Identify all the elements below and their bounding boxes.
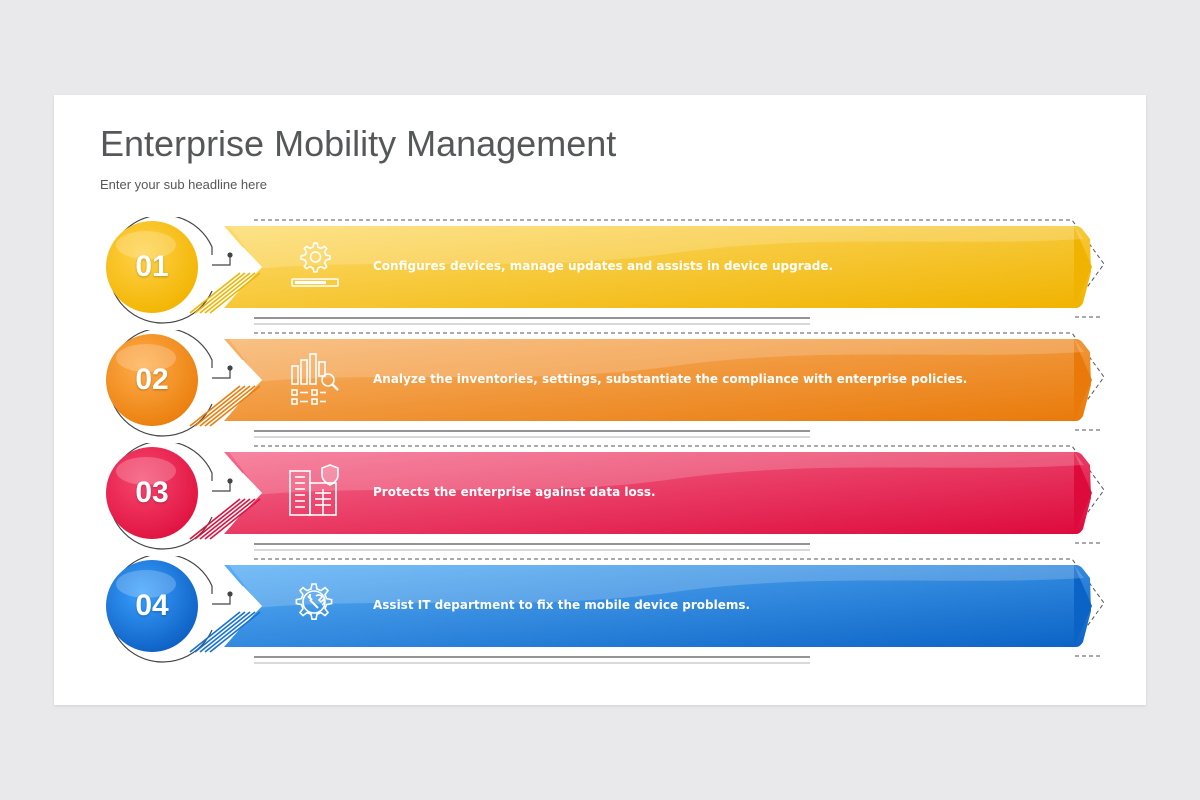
building-shield-icon bbox=[286, 463, 342, 519]
step-number: 02 bbox=[135, 363, 169, 396]
number-circle bbox=[106, 447, 198, 539]
arrow-band bbox=[224, 339, 1091, 421]
bar-chart-magnifier-icon bbox=[286, 350, 342, 406]
arrow-band bbox=[224, 565, 1091, 647]
page-subtitle: Enter your sub headline here bbox=[100, 177, 267, 192]
step-description: Assist IT department to fix the mobile d… bbox=[373, 598, 751, 612]
accent-stripe bbox=[209, 272, 261, 314]
connector-dot bbox=[227, 252, 233, 258]
circle-gloss bbox=[116, 457, 176, 485]
dashed-outline bbox=[254, 219, 1105, 309]
accent-stripe bbox=[189, 272, 241, 314]
dashed-outline bbox=[254, 558, 1105, 648]
number-circle bbox=[106, 334, 198, 426]
number-circle bbox=[106, 221, 198, 313]
arrow-tip bbox=[1074, 339, 1092, 421]
gear-with-progress-bar-icon bbox=[286, 237, 342, 293]
dashed-outline bbox=[254, 332, 1105, 422]
accent-stripe bbox=[189, 498, 241, 540]
step-row: 02 Analyze the inventories, settings, sub… bbox=[54, 330, 1146, 442]
step-description: Analyze the inventories, settings, subst… bbox=[373, 372, 968, 386]
connector-dot bbox=[227, 591, 233, 597]
steps-list: 01 Configures devices, manage updates and… bbox=[54, 95, 1146, 705]
accent-stripe bbox=[189, 385, 241, 427]
accent-stripe bbox=[209, 385, 261, 427]
page-title: Enterprise Mobility Management bbox=[100, 123, 617, 164]
gloss-highlight bbox=[229, 565, 1084, 608]
accent-stripe bbox=[204, 272, 256, 314]
connector-line bbox=[212, 257, 231, 266]
connector-line bbox=[212, 370, 231, 379]
step-graphic bbox=[106, 556, 1105, 664]
accent-stripe bbox=[199, 498, 251, 540]
gloss-highlight bbox=[229, 226, 1084, 269]
step-row: 03 Protects the enterprise against data l… bbox=[54, 443, 1146, 555]
accent-stripe bbox=[194, 385, 246, 427]
arrow-tip bbox=[1074, 226, 1092, 308]
connector-line bbox=[212, 483, 231, 492]
step-row: 04 Assist IT department to fix the mobile… bbox=[54, 556, 1146, 668]
accent-stripe bbox=[204, 385, 256, 427]
step-description: Protects the enterprise against data los… bbox=[373, 485, 656, 499]
gloss-highlight bbox=[229, 452, 1084, 495]
gear-wrench-icon bbox=[286, 576, 342, 632]
circle-gloss bbox=[116, 344, 176, 372]
chevron-notch bbox=[240, 359, 263, 401]
chevron-notch bbox=[240, 472, 263, 514]
accent-stripe bbox=[209, 611, 261, 653]
chevron-notch bbox=[240, 585, 263, 627]
accent-stripe bbox=[199, 272, 251, 314]
dashed-outline bbox=[254, 445, 1105, 535]
circle-gloss bbox=[116, 570, 176, 598]
step-description: Configures devices, manage updates and a… bbox=[373, 259, 834, 273]
number-circle bbox=[106, 560, 198, 652]
arrow-tip bbox=[1074, 452, 1092, 534]
accent-stripe bbox=[204, 611, 256, 653]
step-number: 03 bbox=[135, 476, 169, 509]
accent-stripe bbox=[189, 611, 241, 653]
connector-line bbox=[212, 596, 231, 605]
step-graphic bbox=[106, 217, 1105, 325]
step-graphic bbox=[106, 443, 1105, 551]
step-graphic bbox=[106, 330, 1105, 438]
accent-stripe bbox=[204, 498, 256, 540]
step-number: 01 bbox=[135, 250, 169, 283]
gloss-highlight bbox=[229, 339, 1084, 382]
step-row: 01 Configures devices, manage updates and… bbox=[54, 217, 1146, 329]
connector-dot bbox=[227, 365, 233, 371]
arrow-band bbox=[224, 452, 1091, 534]
arrow-tip bbox=[1074, 565, 1092, 647]
step-number: 04 bbox=[135, 589, 169, 622]
chevron-notch bbox=[240, 246, 263, 288]
arrow-band bbox=[224, 226, 1091, 308]
slide: Enterprise Mobility Management Enter you… bbox=[54, 95, 1146, 705]
connector-dot bbox=[227, 478, 233, 484]
accent-stripe bbox=[209, 498, 261, 540]
accent-stripe bbox=[199, 611, 251, 653]
accent-stripe bbox=[194, 272, 246, 314]
accent-stripe bbox=[194, 611, 246, 653]
circle-gloss bbox=[116, 231, 176, 259]
accent-stripe bbox=[199, 385, 251, 427]
accent-stripe bbox=[194, 498, 246, 540]
